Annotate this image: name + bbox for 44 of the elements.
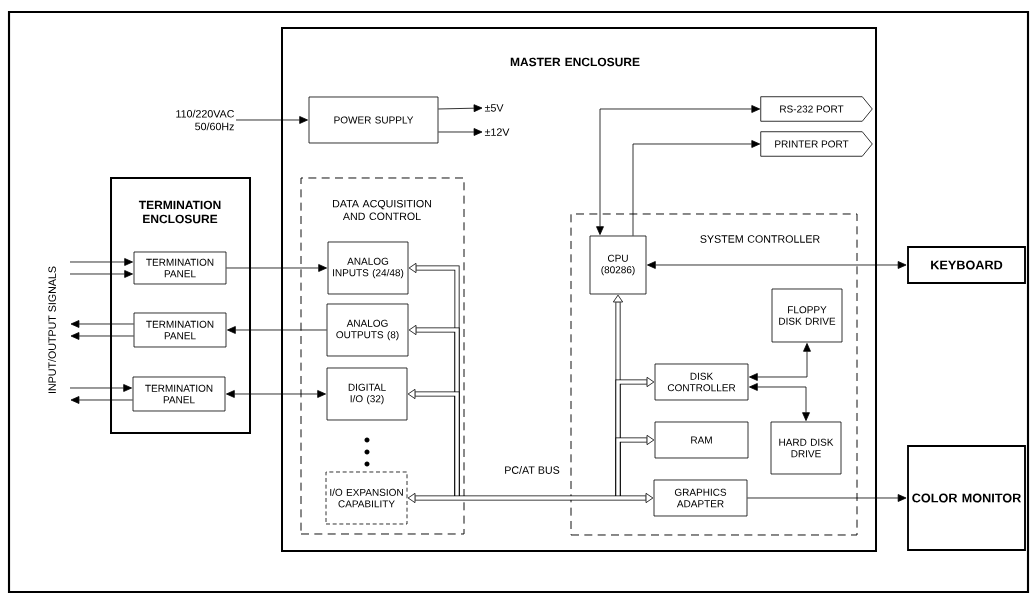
edge-label: PC/AT BUS: [502, 464, 562, 476]
process-box: CPU (80286): [589, 235, 647, 295]
arrow: [69, 270, 133, 278]
device-box: COLOR MONITOR: [907, 445, 1026, 551]
process-box: I/O EXPANSION CAPABILITY: [325, 471, 408, 525]
arrow: [438, 128, 483, 136]
arrow: [647, 261, 907, 269]
port-tag: PRINTER PORT: [760, 131, 873, 157]
arrow: [632, 140, 761, 236]
arrow: [749, 343, 811, 381]
arrow: [407, 492, 654, 504]
arrow: [227, 326, 327, 334]
process-box: TERMINATION PANEL: [132, 376, 226, 412]
arrow: [596, 105, 761, 235]
arrow: [747, 494, 907, 502]
arrow: [226, 390, 326, 398]
voltage-label: ±5V: [484, 104, 504, 112]
process-box: FLOPPY DISK DRIVE: [771, 288, 843, 343]
side-label: INPUT/OUTPUT SIGNALS: [48, 266, 56, 393]
arrow: [69, 258, 133, 266]
arrow: [235, 116, 308, 124]
process-box: HARD DISK DRIVE: [770, 421, 842, 475]
process-box: RAM: [654, 421, 749, 459]
process-box: GRAPHICS ADAPTER: [653, 479, 748, 517]
process-box: ANALOG INPUTS (24/48): [327, 241, 409, 295]
process-box: TERMINATION PANEL: [133, 251, 227, 285]
port-tag: RS-232 PORT: [760, 96, 873, 122]
arrow: [407, 388, 460, 498]
supply-label: 110/220VAC 50/60Hz: [176, 109, 234, 131]
arrow: [226, 264, 327, 272]
process-box: DIGITAL I/O (32): [326, 367, 408, 421]
device-box: KEYBOARD: [907, 246, 1026, 284]
arrow: [69, 384, 132, 392]
arrow: [70, 332, 134, 340]
arrow: [615, 434, 655, 498]
arrow: [749, 383, 810, 421]
process-box: DISK CONTROLLER: [654, 363, 749, 401]
arrow: [438, 104, 483, 113]
process-box: POWER SUPPLY: [308, 96, 439, 144]
voltage-label: ±12V: [484, 128, 510, 136]
arrow: [70, 396, 133, 404]
arrow: [70, 320, 134, 328]
process-box: TERMINATION PANEL: [133, 312, 227, 348]
process-box: ANALOG OUTPUTS (8): [326, 303, 409, 357]
